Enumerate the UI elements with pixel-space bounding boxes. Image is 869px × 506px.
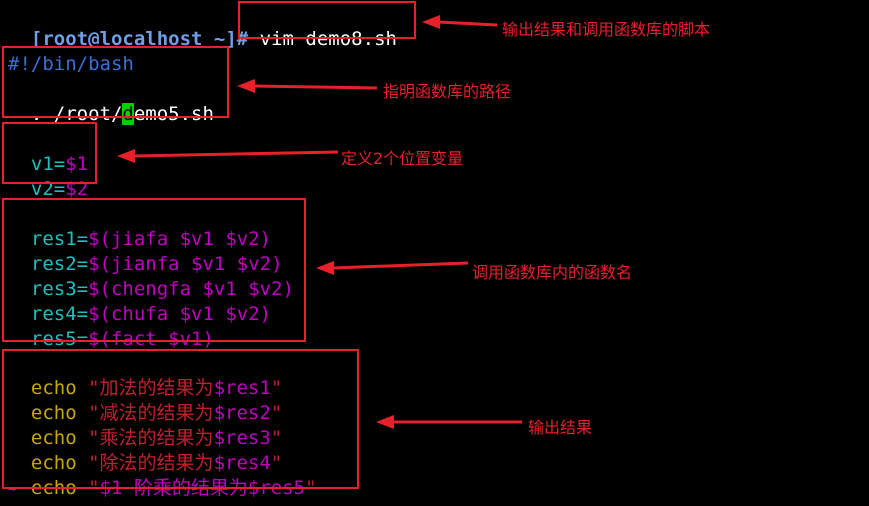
echo-keyword: echo (30, 452, 89, 474)
command-substitution: $(jianfa $v1 $v2) (88, 253, 283, 275)
echo-keyword: echo (30, 427, 89, 449)
quote-open: " (88, 402, 100, 424)
result-var: res3= (30, 278, 89, 300)
arrow-head-left (376, 415, 394, 429)
arrow-line (437, 20, 498, 27)
arrow-line (252, 84, 378, 90)
echo-line-2: echo "减法的结果为$res2" (8, 376, 282, 424)
arrow-head-left (316, 261, 334, 275)
quote-close: " (270, 402, 283, 424)
quote-close: " (270, 427, 283, 449)
quote-open: " (88, 427, 100, 449)
var-value: $1 (65, 153, 89, 175)
arrow-head-left (237, 79, 255, 93)
result-var: res2= (30, 253, 89, 275)
annotation-positional-vars: 定义2个位置变量 (341, 149, 464, 168)
highlight-box-vars (2, 122, 97, 184)
arrow-head-left (422, 15, 440, 29)
vim-tilde: ~ (8, 482, 17, 498)
source-path-suffix: emo5.sh (133, 103, 214, 125)
command-substitution: $(chengfa $v1 $v2) (88, 278, 294, 300)
var-line-v1: v1=$1 (8, 127, 88, 175)
echo-text: 减法的结果为 (99, 402, 214, 424)
call-line-res4: res4=$(chufa $v1 $v2) (8, 277, 271, 325)
arrow-line (133, 150, 339, 158)
editor-cursor[interactable]: d (122, 103, 134, 125)
call-line-res2: res2=$(jianfa $v1 $v2) (8, 227, 283, 275)
quote-open: " (88, 452, 100, 474)
annotation-output: 输出结果 (528, 418, 593, 437)
var-name: v1= (30, 153, 66, 175)
annotation-library-path: 指明函数库的路径 (383, 82, 512, 101)
highlight-box-source (2, 46, 229, 118)
highlight-box-echos (2, 349, 359, 489)
annotation-script-purpose: 输出结果和调用函数库的脚本 (502, 20, 711, 39)
highlight-box-calls (2, 198, 306, 342)
echo-line-1: echo "加法的结果为$res1" (8, 351, 282, 399)
echo-line-4: echo "除法的结果为$res4" (8, 426, 282, 474)
result-var: res5= (30, 328, 89, 350)
call-line-res5: res5=$(fact $v1) (8, 302, 214, 350)
quote-open: " (88, 377, 100, 399)
quote-close: " (270, 452, 283, 474)
command-substitution: $(fact $v1) (88, 328, 214, 350)
result-var: res4= (30, 303, 89, 325)
source-line: . /root/demo5.sh (8, 77, 214, 125)
echo-var: $res1 (213, 377, 271, 399)
echo-text: 加法的结果为 (99, 377, 214, 399)
call-line-res3: res3=$(chengfa $v1 $v2) (8, 252, 294, 300)
command-substitution: $(jiafa $v1 $v2) (88, 228, 272, 250)
highlight-box-command (238, 1, 416, 39)
arrow-line (332, 261, 469, 270)
shell-prompt-line: [root@localhost ~]# vim demo8.sh (8, 2, 397, 50)
echo-line-3: echo "乘法的结果为$res3" (8, 401, 282, 449)
command-substitution: $(chufa $v1 $v2) (88, 303, 272, 325)
annotation-function-names: 调用函数库内的函数名 (472, 263, 633, 282)
arrow-head-left (117, 149, 135, 163)
echo-keyword: echo (30, 402, 89, 424)
echo-var: $res3 (213, 427, 271, 449)
quote-close: " (270, 377, 283, 399)
shebang-line: #!/bin/bash (8, 53, 134, 75)
echo-var: $res4 (213, 452, 271, 474)
echo-text: 除法的结果为 (99, 452, 214, 474)
echo-keyword: echo (30, 377, 89, 399)
call-line-res1: res1=$(jiafa $v1 $v2) (8, 202, 271, 250)
echo-text: 乘法的结果为 (99, 427, 214, 449)
result-var: res1= (30, 228, 89, 250)
source-path-prefix: . /root/ (30, 103, 123, 125)
echo-var: $res2 (213, 402, 271, 424)
vim-command: vim demo8.sh (248, 28, 397, 50)
